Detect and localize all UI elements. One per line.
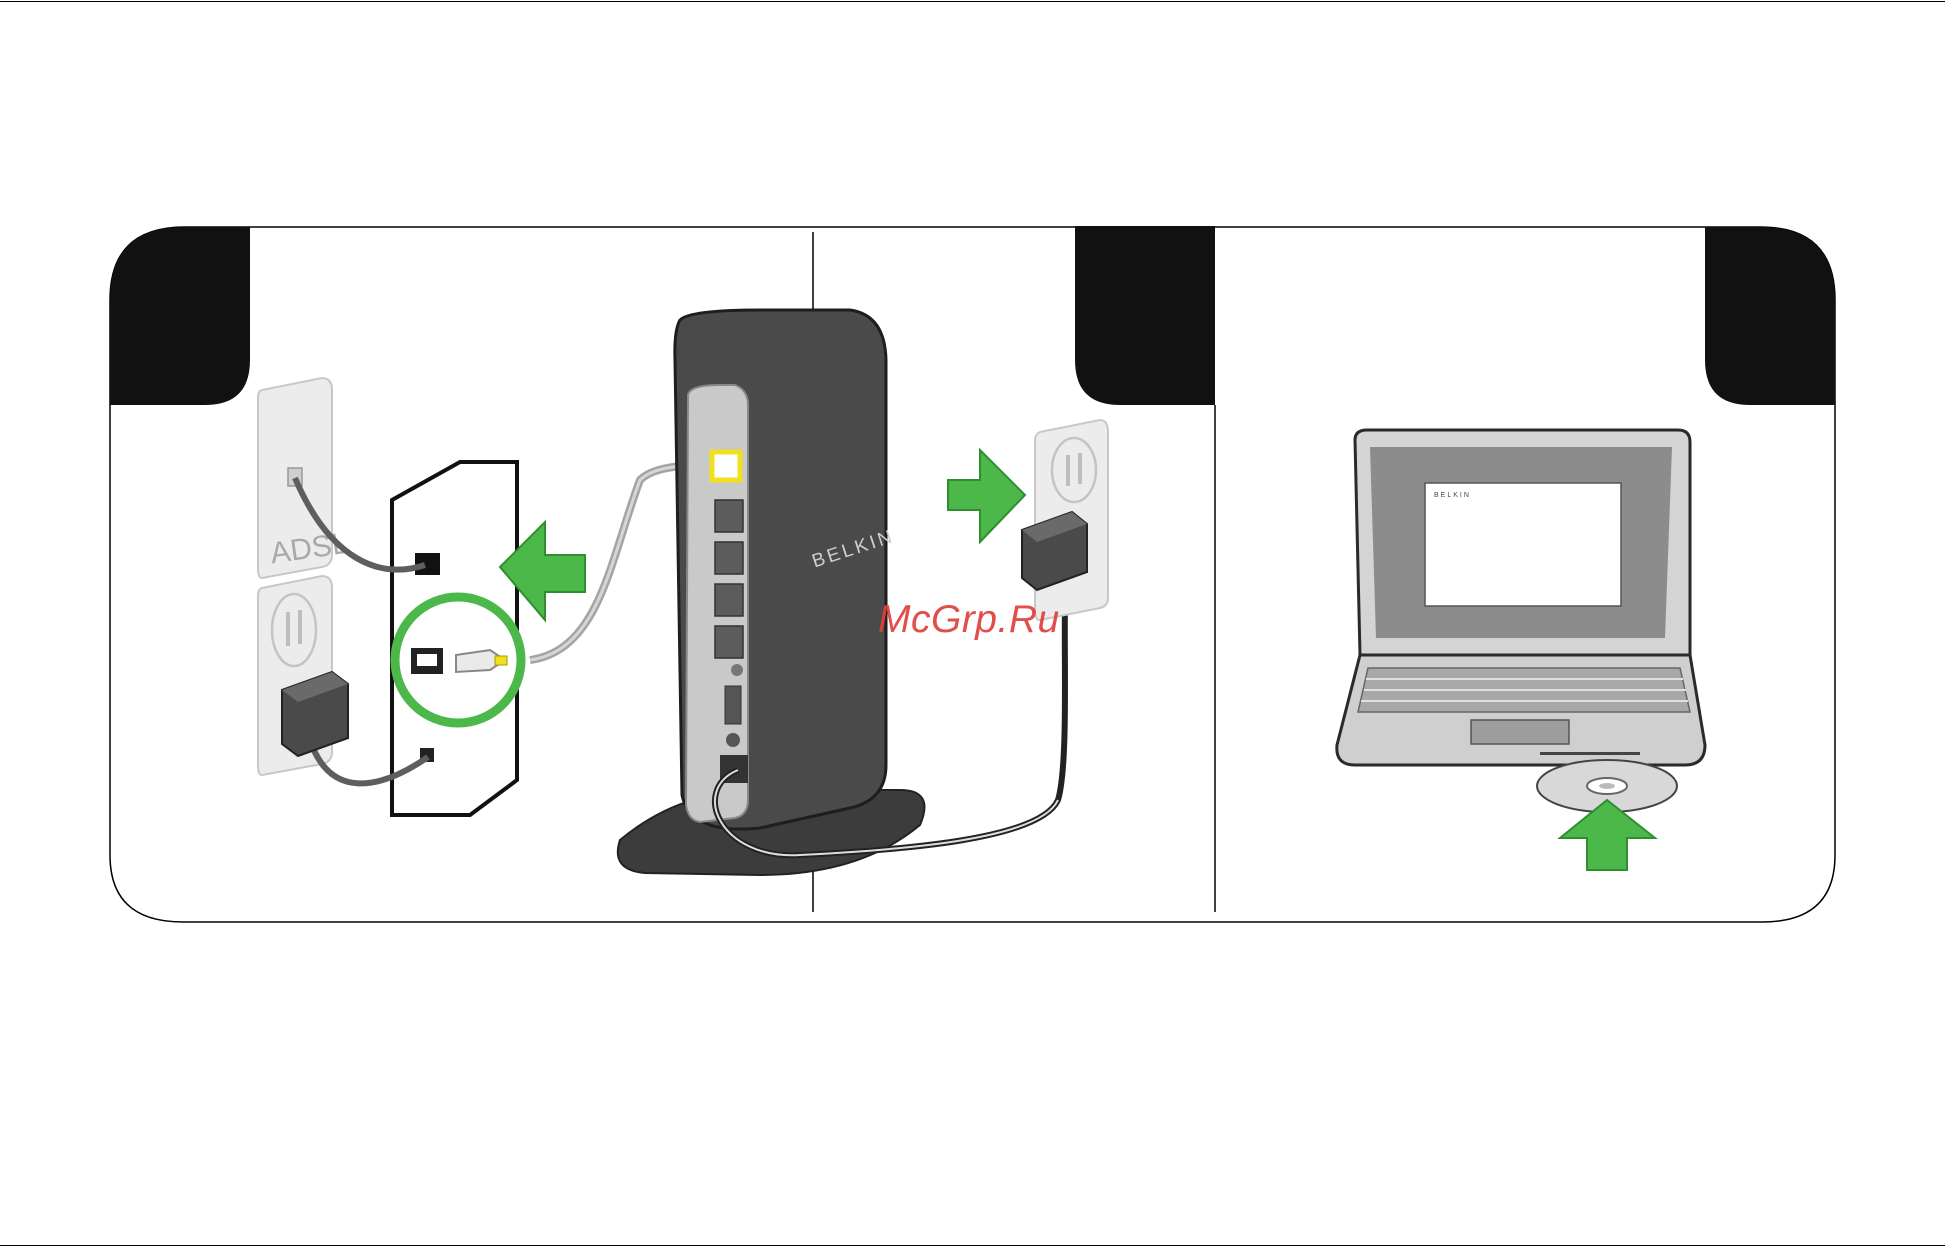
step-tab-2 [1075,226,1215,405]
svg-text:BELKIN: BELKIN [1434,492,1471,499]
ethernet-port-icon [411,648,443,674]
lan-port-2 [715,542,743,574]
laptop: BELKIN [1337,430,1705,765]
wan-port [712,452,740,480]
step-tab-1 [110,227,250,405]
power-button [726,733,740,747]
screen-window [1425,483,1621,606]
lan-port-1 [715,500,743,532]
lan-port-4 [715,626,743,658]
watermark-text: McGrp.Ru [878,598,1060,642]
usb-port [725,686,741,724]
step-tab-3 [1705,227,1835,405]
touchpad [1471,720,1569,744]
lan-port-3 [715,584,743,616]
reset-button [731,664,743,676]
disc-slot [1540,752,1640,755]
